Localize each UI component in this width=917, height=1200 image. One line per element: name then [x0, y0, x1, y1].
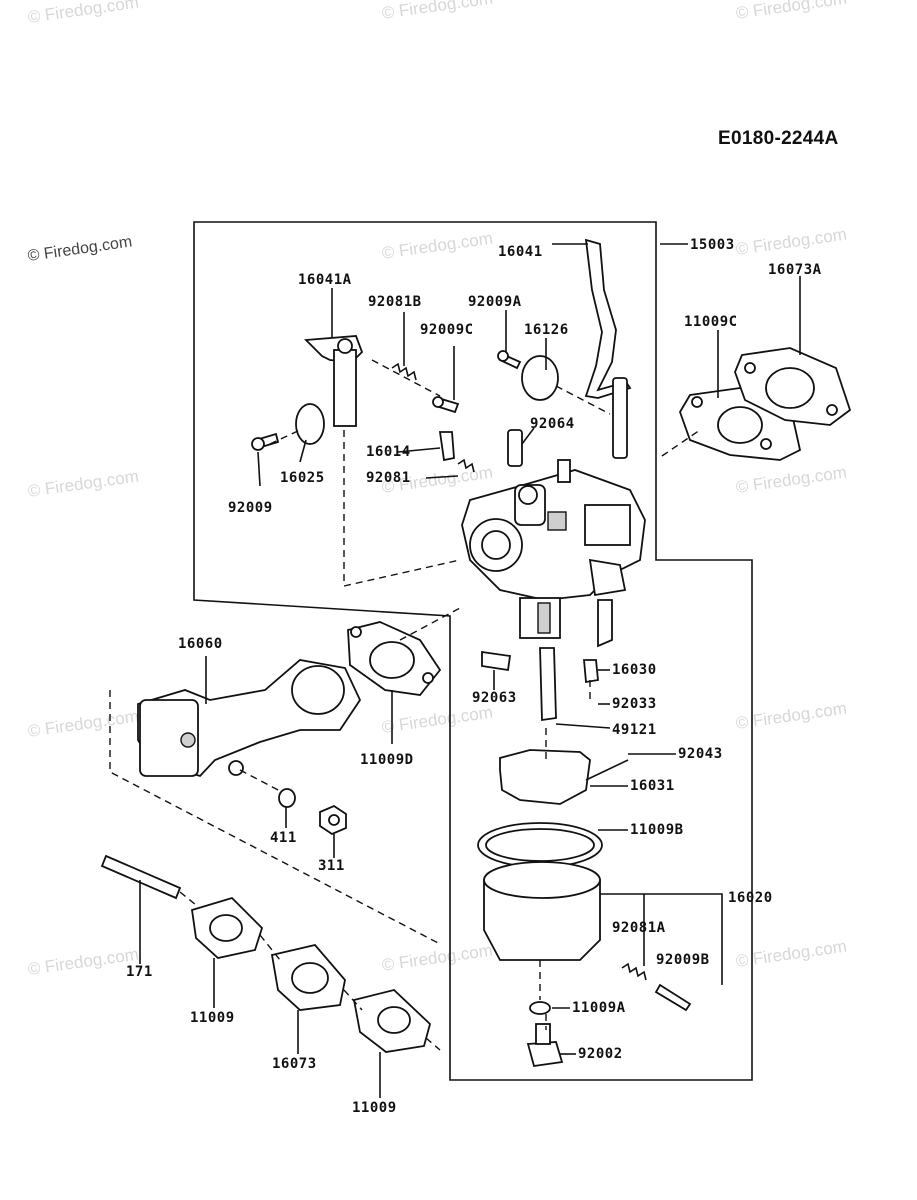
float-pin-92043 [585, 759, 629, 781]
spring-92081A [621, 962, 647, 981]
assembly-dashes [109, 359, 701, 1051]
part-label-11009C: 11009C [684, 314, 738, 330]
part-label-11009: 11009 [352, 1100, 397, 1116]
part-label-49121: 49121 [612, 722, 657, 738]
part-label-92009B: 92009B [656, 952, 710, 968]
screw-92009B [654, 983, 692, 1012]
part-label-411: 411 [270, 830, 297, 846]
diagram-code: E0180-2244A [718, 128, 839, 149]
washer-411 [278, 788, 296, 808]
part-label-171: 171 [126, 964, 153, 980]
part-label-92009: 92009 [228, 500, 273, 516]
throttle-shaft [612, 377, 628, 459]
part-label-16041A: 16041A [298, 272, 352, 288]
part-label-11009D: 11009D [360, 752, 414, 768]
part-label-92063: 92063 [472, 690, 517, 706]
part-label-16073A: 16073A [768, 262, 822, 278]
part-label-92064: 92064 [530, 416, 575, 432]
float-16031 [499, 749, 591, 805]
part-label-92002: 92002 [578, 1046, 623, 1062]
throttle-lever [584, 238, 632, 399]
part-label-16126: 16126 [524, 322, 569, 338]
part-label-15003: 15003 [690, 237, 735, 253]
spring-92081B [391, 362, 417, 381]
assembly-boundary [193, 221, 753, 1081]
screw-16014 [438, 431, 455, 462]
drain-bolt-92002 [526, 1041, 564, 1068]
carburetor-body [461, 459, 646, 648]
part-label-16031: 16031 [630, 778, 675, 794]
needle-16030 [583, 659, 599, 684]
part-label-92081A: 92081A [612, 920, 666, 936]
part-label-16014: 16014 [366, 444, 411, 460]
part-label-16041: 16041 [498, 244, 543, 260]
spring-92081 [457, 458, 475, 473]
part-label-92043: 92043 [678, 746, 723, 762]
stud-171 [100, 854, 182, 900]
choke-shaft [333, 349, 357, 427]
leader-lines [139, 243, 801, 1098]
part-label-16025: 16025 [280, 470, 325, 486]
part-label-16060: 16060 [178, 636, 223, 652]
part-label-92081: 92081 [366, 470, 411, 486]
pilot-jet-92063 [481, 650, 512, 672]
throttle-plate [521, 355, 559, 401]
part-label-16073: 16073 [272, 1056, 317, 1072]
jet-92064 [507, 429, 523, 467]
part-label-92009A: 92009A [468, 294, 522, 310]
part-label-11009: 11009 [190, 1010, 235, 1026]
part-label-311: 311 [318, 858, 345, 874]
part-label-92009C: 92009C [420, 322, 474, 338]
choke-plate [295, 403, 325, 445]
part-label-11009A: 11009A [572, 1000, 626, 1016]
part-label-92033: 92033 [612, 696, 657, 712]
washer-11009A [529, 1001, 551, 1015]
part-label-92081B: 92081B [368, 294, 422, 310]
part-label-16020: 16020 [728, 890, 773, 906]
part-label-11009B: 11009B [630, 822, 684, 838]
part-label-16030: 16030 [612, 662, 657, 678]
main-nozzle-49121 [539, 647, 557, 722]
